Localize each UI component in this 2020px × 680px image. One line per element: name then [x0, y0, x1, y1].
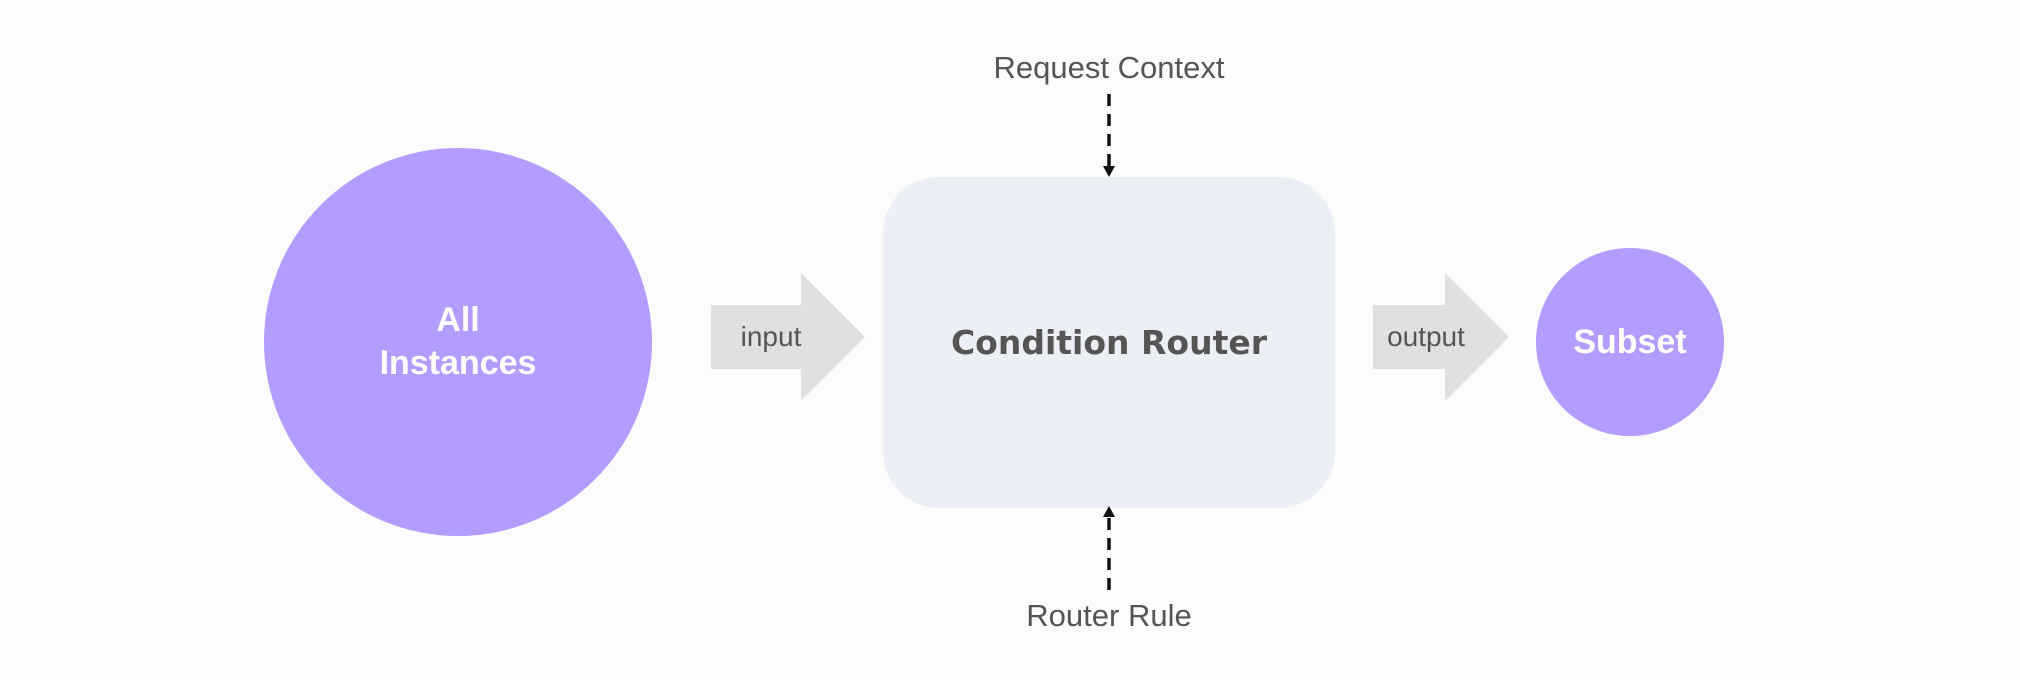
request-context-arrowhead [1103, 166, 1115, 177]
output-arrow: output [1373, 273, 1509, 401]
request-context-dashed-arrow [1103, 94, 1115, 177]
router-rule-dashed-arrow [1103, 506, 1115, 592]
router-rule-label: Router Rule [1026, 598, 1192, 633]
condition-router-node: Condition Router [883, 177, 1335, 508]
subset-node: Subset [1536, 248, 1724, 436]
input-arrow-label: input [740, 321, 802, 352]
all-instances-label: All Instances [379, 301, 537, 382]
output-arrow-shape [1373, 273, 1509, 401]
subset-label: Subset [1573, 322, 1687, 361]
output-arrow-label: output [1387, 321, 1465, 352]
condition-router-label: Condition Router [950, 323, 1268, 362]
all-instances-node: All Instances [264, 148, 652, 536]
router-rule-arrowhead [1103, 506, 1115, 517]
input-arrow-shape [711, 273, 865, 401]
input-arrow: input [711, 273, 865, 401]
request-context-label: Request Context [993, 50, 1225, 85]
